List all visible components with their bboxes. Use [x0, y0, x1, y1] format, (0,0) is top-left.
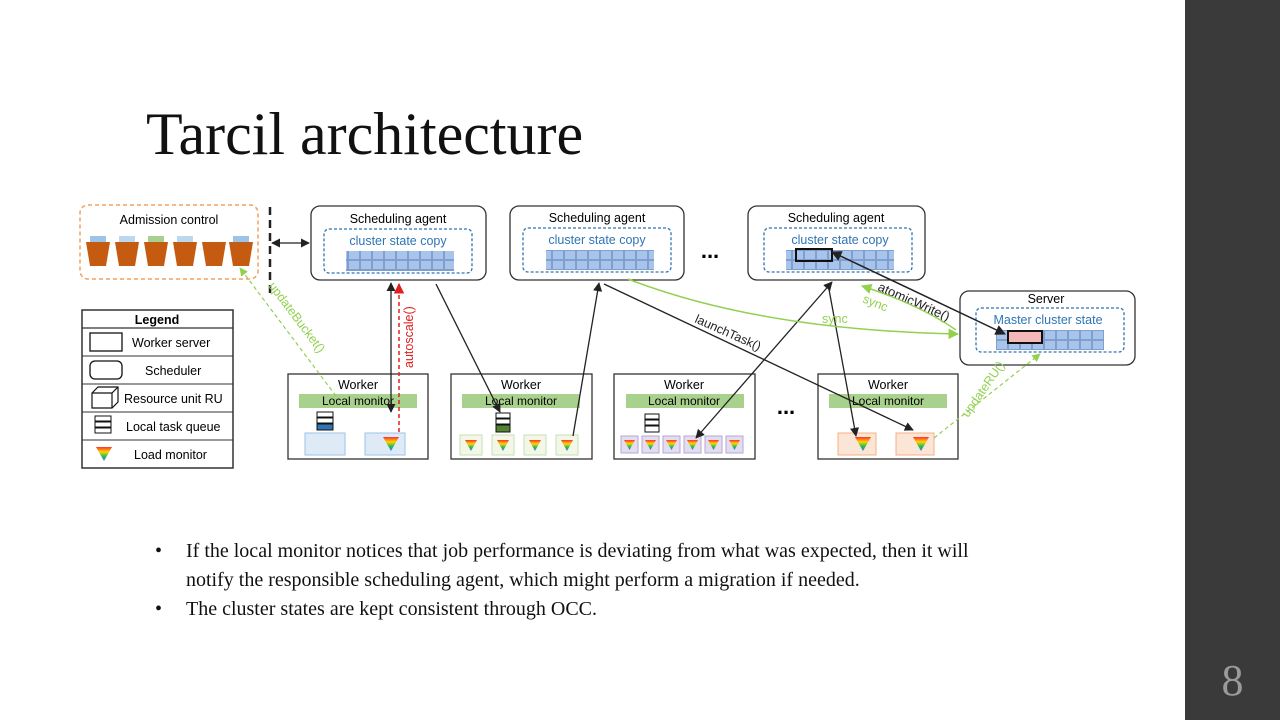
cluster-state-grid [546, 250, 654, 270]
bucket-row [86, 236, 253, 266]
legend-item-label: Resource unit RU [124, 392, 223, 406]
scheduling-agent-label: Scheduling agent [350, 212, 447, 226]
page-number: 8 [1221, 656, 1244, 705]
local-monitor-label: Local monitor [648, 394, 720, 408]
agent2-worker2-arrow [572, 282, 603, 437]
slide-title: Tarcil architecture [146, 101, 584, 167]
sync-label: sync [822, 312, 848, 326]
legend: Legend Worker server Scheduler Resource … [81, 309, 234, 469]
worker-label: Worker [664, 378, 704, 392]
bullet-list: •If the local monitor notices that job p… [155, 537, 1005, 624]
agent3-worker3-arrow [695, 281, 833, 439]
cluster-state-copy-label: cluster state copy [791, 233, 889, 247]
load-monitor-icon [96, 447, 112, 461]
master-cluster-state-label: Master cluster state [993, 313, 1102, 327]
worker-server-icon [89, 332, 123, 352]
slide-sidebar [1185, 0, 1280, 720]
autoscale-label: autoscale() [402, 306, 416, 368]
sync-arrow-agent2 [627, 278, 960, 340]
cluster-state-grid [346, 251, 454, 271]
architecture-diagram: Admission control Scheduling agent clust… [79, 204, 1136, 469]
update-ru-arrow [933, 353, 1041, 439]
agent1-worker2-arrow [435, 283, 501, 413]
worker-3: Worker Local monitor [613, 373, 756, 460]
server-box: Server Master cluster state [959, 290, 1136, 366]
bullet-item: •If the local monitor notices that job p… [155, 540, 969, 591]
scheduler-icon [89, 360, 123, 380]
bullet-item: •The cluster states are kept consistent … [155, 598, 598, 620]
scheduling-agent-label: Scheduling agent [788, 211, 885, 225]
resource-unit-icon [91, 386, 119, 409]
worker-label: Worker [501, 378, 541, 392]
worker-label: Worker [338, 378, 378, 392]
local-task-queue-icon [94, 415, 112, 434]
launch-task-label: launchTask() [693, 312, 763, 354]
worker-1: Worker Local monitor [287, 373, 429, 460]
legend-title: Legend [135, 313, 179, 327]
atomic-write-arrow [831, 251, 1006, 335]
local-monitor-label: Local monitor [485, 394, 557, 408]
bullet-text: The cluster states are kept consistent t… [186, 598, 598, 620]
scheduling-agent-1: Scheduling agent cluster state copy [310, 205, 487, 281]
update-bucket-arrow [239, 267, 337, 397]
update-ru-label: updateRU() [959, 359, 1008, 420]
worker-4: Worker Local monitor [817, 373, 959, 460]
legend-item-label: Load monitor [134, 448, 207, 462]
workers-ellipsis: ... [777, 394, 795, 419]
cluster-state-copy-label: cluster state copy [349, 234, 447, 248]
local-monitor-label: Local monitor [322, 394, 394, 408]
sync-arrow-agent3 [861, 283, 957, 331]
worker-label: Worker [868, 378, 908, 392]
scheduling-agent-label: Scheduling agent [549, 211, 646, 225]
legend-item-label: Local task queue [126, 420, 221, 434]
local-monitor-label: Local monitor [852, 394, 924, 408]
admission-control: Admission control [79, 204, 259, 280]
bullet-text: If the local monitor notices that job pe… [186, 540, 969, 591]
cluster-state-copy-label: cluster state copy [548, 233, 646, 247]
agents-ellipsis: ... [701, 238, 719, 263]
legend-item-label: Scheduler [145, 364, 201, 378]
legend-item-label: Worker server [132, 336, 210, 350]
worker-2: Worker Local monitor [450, 373, 593, 460]
server-label: Server [1028, 292, 1065, 306]
scheduling-agent-3: Scheduling agent cluster state copy [747, 205, 926, 281]
scheduling-agent-2: Scheduling agent cluster state copy [509, 205, 685, 281]
admission-control-label: Admission control [120, 213, 219, 227]
